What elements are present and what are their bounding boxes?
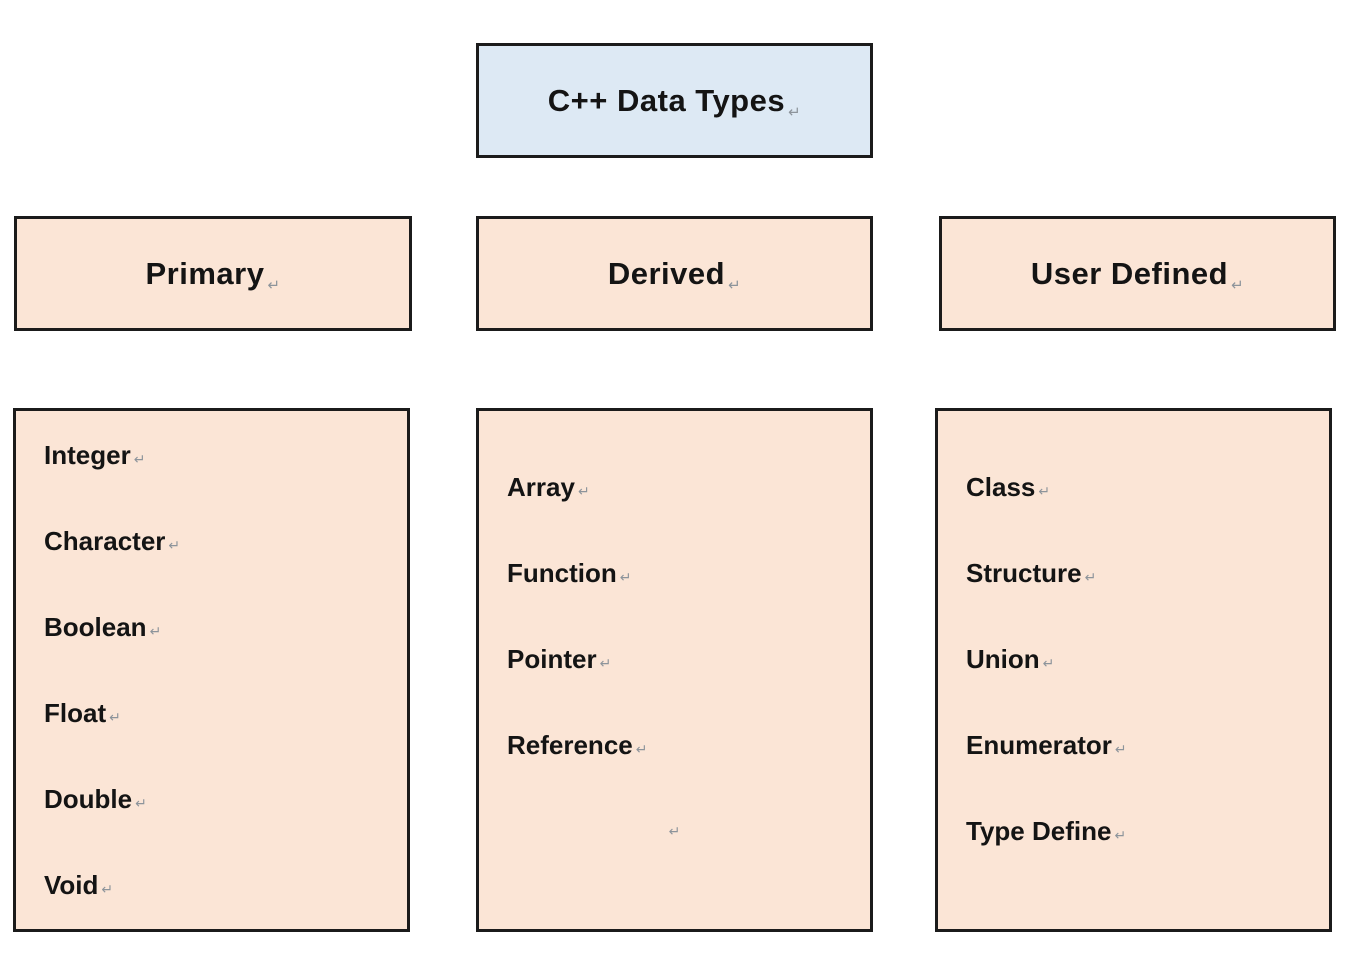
item-text-void: Void xyxy=(44,869,99,900)
item-text-reference: Reference xyxy=(507,729,633,760)
paragraph-mark-icon: ↵ xyxy=(1114,741,1127,757)
paragraph-mark-icon: ↵ xyxy=(149,623,162,639)
item-text-float: Float xyxy=(44,697,107,728)
header-box-user-defined: User Defined↵ xyxy=(939,216,1336,331)
list-item: Type Define↵ xyxy=(938,788,1329,874)
item-text-function: Function xyxy=(507,557,617,588)
header-box-derived: Derived↵ xyxy=(476,216,873,331)
list-box-primary: Integer↵ Character↵ Boolean↵ Float↵ Doub… xyxy=(13,408,410,932)
header-label-user-defined: User Defined↵ xyxy=(1030,255,1245,294)
item-text-union: Union xyxy=(966,643,1040,674)
paragraph-mark-icon: ↵ xyxy=(728,276,742,294)
header-text-user-defined: User Defined xyxy=(1030,255,1229,291)
list-box-derived: Array↵ Function↵ Pointer↵ Reference↵ ↵ xyxy=(476,408,873,932)
paragraph-mark-icon: ↵ xyxy=(599,655,612,671)
paragraph-mark-icon: ↵ xyxy=(168,537,181,553)
paragraph-mark-icon: ↵ xyxy=(619,569,632,585)
item-text-character: Character xyxy=(44,525,166,556)
list-item: Function↵ xyxy=(479,530,870,616)
item-text-type-define: Type Define xyxy=(966,815,1112,846)
list-item: Character↵ xyxy=(16,498,407,584)
paragraph-mark-icon: ↵ xyxy=(101,881,114,897)
paragraph-mark-icon: ↵ xyxy=(135,795,147,811)
paragraph-mark-icon: ↵ xyxy=(635,741,648,757)
list-item: Void↵ xyxy=(16,842,407,928)
list-item: Float↵ xyxy=(16,670,407,756)
item-text-double: Double xyxy=(44,783,133,814)
list-item: Array↵ xyxy=(479,444,870,530)
paragraph-mark-icon: ↵ xyxy=(109,709,121,725)
header-text-primary: Primary xyxy=(145,255,265,291)
header-text-derived: Derived xyxy=(607,255,726,291)
list-item: Class↵ xyxy=(938,444,1329,530)
list-item: Union↵ xyxy=(938,616,1329,702)
item-text-array: Array xyxy=(507,471,575,502)
list-item: Boolean↵ xyxy=(16,584,407,670)
item-text-integer: Integer xyxy=(44,439,131,470)
list-item: Integer↵ xyxy=(16,412,407,498)
item-text-class: Class xyxy=(966,471,1036,502)
list-item: Double↵ xyxy=(16,756,407,842)
item-text-boolean: Boolean xyxy=(44,611,147,642)
list-item: Pointer↵ xyxy=(479,616,870,702)
paragraph-mark-icon: ↵ xyxy=(133,451,146,467)
list-box-user-defined: Class↵ Structure↵ Union↵ Enumerator↵ Typ… xyxy=(935,408,1332,932)
paragraph-mark-icon: ↵ xyxy=(1042,655,1055,671)
header-label-primary: Primary↵ xyxy=(145,255,281,294)
paragraph-mark-icon: ↵ xyxy=(1038,483,1051,499)
paragraph-mark-icon: ↵ xyxy=(267,276,281,294)
paragraph-mark-icon: ↵ xyxy=(668,823,681,839)
root-box-cpp-data-types: C++ Data Types↵ xyxy=(476,43,873,158)
paragraph-mark-icon: ↵ xyxy=(788,103,802,121)
paragraph-mark-icon: ↵ xyxy=(1114,827,1127,843)
item-text-pointer: Pointer xyxy=(507,643,597,674)
root-label: C++ Data Types↵ xyxy=(547,82,802,121)
header-box-primary: Primary↵ xyxy=(14,216,412,331)
list-item: Structure↵ xyxy=(938,530,1329,616)
paragraph-mark-icon: ↵ xyxy=(1084,569,1097,585)
root-label-text: C++ Data Types xyxy=(547,82,786,118)
header-label-derived: Derived↵ xyxy=(607,255,742,294)
paragraph-mark-icon: ↵ xyxy=(577,483,590,499)
item-text-enumerator: Enumerator xyxy=(966,729,1112,760)
empty-paragraph: ↵ xyxy=(479,788,870,874)
paragraph-mark-icon: ↵ xyxy=(1231,276,1245,294)
item-text-structure: Structure xyxy=(966,557,1082,588)
list-item: Enumerator↵ xyxy=(938,702,1329,788)
list-item: Reference↵ xyxy=(479,702,870,788)
